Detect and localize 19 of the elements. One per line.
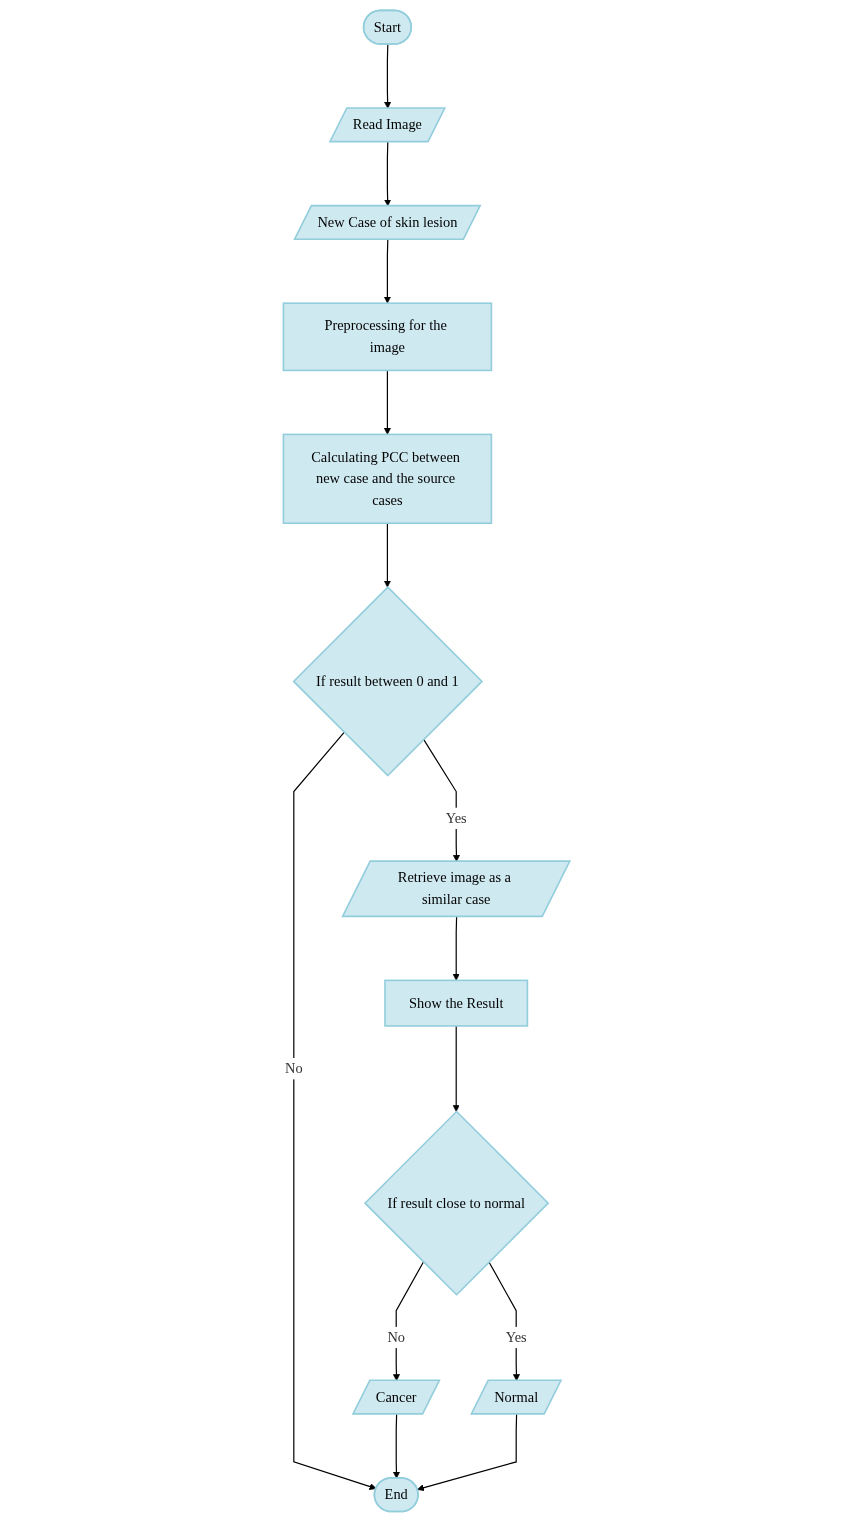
arrow: [293, 731, 377, 1490]
arrow: [384, 239, 392, 304]
node-box: Preprocessing for the image: [283, 302, 493, 372]
arrow: [384, 369, 392, 435]
arrow: [453, 916, 461, 981]
node-box: Show the Result: [384, 979, 529, 1027]
arrow: [384, 43, 392, 109]
edge-label: No: [387, 1329, 406, 1346]
arrow: [393, 1413, 401, 1479]
node-box: Calculating PCC between new case and the source cases: [283, 433, 493, 525]
arrow: [453, 1025, 461, 1112]
edge-label: Yes: [506, 1329, 528, 1346]
arrow: [423, 738, 461, 862]
arrow: [417, 1413, 518, 1492]
node-diamond: If result between 0 and 1: [292, 586, 484, 777]
edge-label: Yes: [446, 809, 468, 826]
edge-label: No: [285, 1060, 304, 1077]
arrow: [384, 522, 392, 588]
node-diamond: If result close to normal: [364, 1110, 550, 1296]
